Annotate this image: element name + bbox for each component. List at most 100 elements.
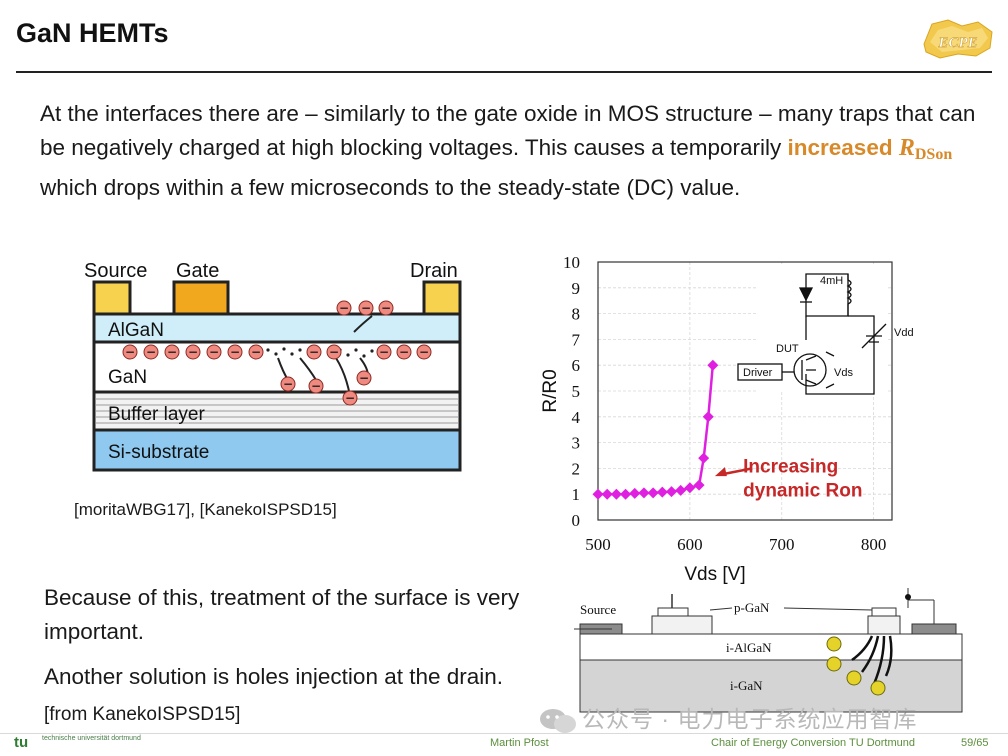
- hemt-cross-section: Source Gate Drain AlGaN GaN Buffer layer…: [84, 260, 462, 472]
- pgan-hybrid-drain-diagram: Source p-GaN i-AlGaN i-GaN: [574, 588, 963, 713]
- y-tick-label-10: 10: [563, 253, 580, 272]
- annotation-arrow: [722, 467, 753, 476]
- data-point-13: [702, 411, 714, 423]
- electron-7: [306, 344, 322, 360]
- data-point-4: [629, 487, 641, 499]
- electron-sign-17: −: [359, 371, 369, 385]
- intro-text-2: which drops within a few microseconds to…: [40, 175, 741, 200]
- hole-1: [826, 656, 842, 672]
- source-contact: [92, 280, 132, 316]
- data-point-6: [647, 487, 659, 499]
- ialgan-label: i-AlGaN: [726, 640, 772, 655]
- electron-sign-9: −: [379, 345, 389, 359]
- y-tick-label-2: 2: [572, 459, 581, 478]
- electron-sign-7: −: [309, 345, 319, 359]
- electron-sign-6: −: [251, 345, 261, 359]
- substrate-label: Si-substrate: [108, 442, 209, 463]
- y-tick-label-0: 0: [572, 511, 581, 530]
- data-point-5: [638, 487, 650, 499]
- electron-sign-3: −: [188, 345, 198, 359]
- y-tick-label-4: 4: [572, 408, 581, 427]
- electron-sign-0: −: [125, 345, 135, 359]
- data-point-14: [707, 359, 719, 371]
- pgan-source-label: Source: [580, 602, 616, 617]
- annotation-line-1: dynamic Ron: [743, 480, 862, 501]
- inset-vds-label: Vds: [834, 367, 853, 379]
- electron-13: [358, 300, 374, 316]
- electron-sign-16: −: [311, 379, 321, 393]
- electron-2: [164, 344, 180, 360]
- electron-group: −−−−−−−−−−−−−−−−−−−: [122, 300, 432, 406]
- rdson-symbol: RDSon: [899, 135, 953, 163]
- data-point-8: [666, 486, 677, 498]
- electron-sign-13: −: [361, 301, 371, 315]
- electron-11: [416, 344, 432, 360]
- intro-highlight: increased: [787, 134, 893, 160]
- watermark: 公众号 · 电力电子系统应用智库: [538, 700, 917, 735]
- electron-sign-14: −: [381, 301, 391, 315]
- electron-9: [376, 344, 392, 360]
- data-point-9: [675, 484, 687, 496]
- electron-17: [356, 370, 372, 386]
- electron-sign-5: −: [230, 345, 240, 359]
- gate-label: Gate: [176, 260, 219, 282]
- electron-sign-18: −: [345, 391, 355, 405]
- inset-circuit: [737, 264, 887, 395]
- electron-1: [143, 344, 159, 360]
- hole-injection-text: Another solution is holes injection at t…: [44, 660, 534, 731]
- algan-label: AlGaN: [108, 320, 164, 341]
- y-axis-label: R/R0: [540, 369, 561, 412]
- inset-inductor-label: 4mH: [820, 275, 843, 287]
- inset-vdd-label: Vdd: [894, 327, 914, 339]
- hole-injection-main: Another solution is holes injection at t…: [44, 664, 504, 689]
- electron-sign-4: −: [209, 345, 219, 359]
- data-point-12: [698, 452, 710, 464]
- intro-text-1: At the interfaces there are – similarly …: [40, 101, 976, 160]
- tu-dortmund-subtext: technische universität dortmund: [42, 735, 141, 742]
- drain-metal: [911, 623, 957, 635]
- watermark-text: 公众号 · 电力电子系统应用智库: [582, 706, 918, 732]
- ialgan-region: [579, 633, 963, 661]
- title-divider: [16, 71, 992, 73]
- footer-page-number: 59/65: [961, 737, 989, 749]
- electron-sign-1: −: [146, 345, 156, 359]
- electron-sign-11: −: [419, 345, 429, 359]
- electron-18: [342, 390, 358, 406]
- x-tick-label-1: 600: [677, 535, 703, 554]
- x-tick-label-3: 800: [861, 535, 887, 554]
- plot-frame: [597, 261, 893, 521]
- drain-pgan: [867, 615, 901, 635]
- y-tick-label-8: 8: [572, 305, 581, 324]
- electron-sign-8: −: [329, 345, 339, 359]
- data-point-7: [656, 486, 668, 498]
- y-tick-label-9: 9: [572, 279, 581, 298]
- annotation-line-0: Increasing: [743, 456, 838, 477]
- si-substrate-layer: [92, 428, 462, 472]
- electron-3: [185, 344, 201, 360]
- hole-injection-citation: [from KanekoISPSD15]: [44, 703, 241, 725]
- x-axis-label: Vds [V]: [684, 564, 745, 585]
- series-line: [598, 365, 715, 496]
- wechat-icon: [540, 708, 576, 733]
- electron-8: [326, 344, 342, 360]
- rdson-sub: DSon: [914, 145, 953, 163]
- drain-contact: [422, 280, 462, 316]
- surface-treatment-text: Because of this, treatment of the surfac…: [44, 585, 520, 644]
- data-point-10: [684, 482, 696, 494]
- hole-group: [826, 636, 886, 696]
- electron-sign-2: −: [167, 345, 177, 359]
- y-tick-label-7: 7: [572, 330, 581, 349]
- electron-0: [122, 344, 138, 360]
- gan-label: GaN: [108, 367, 147, 388]
- logo-text: ECPE: [937, 35, 977, 51]
- inset-dut-label: DUT: [776, 343, 799, 355]
- slide-title: GaN HEMTs: [16, 18, 169, 48]
- footer-divider: [0, 733, 1008, 734]
- inset-driver-label: Driver: [743, 367, 773, 379]
- electron-5: [227, 344, 243, 360]
- electron-16: [308, 378, 324, 394]
- electron-10: [396, 344, 412, 360]
- footer-chair: Chair of Energy Conversion TU Dortmund: [711, 737, 915, 749]
- electron-15: [280, 376, 296, 392]
